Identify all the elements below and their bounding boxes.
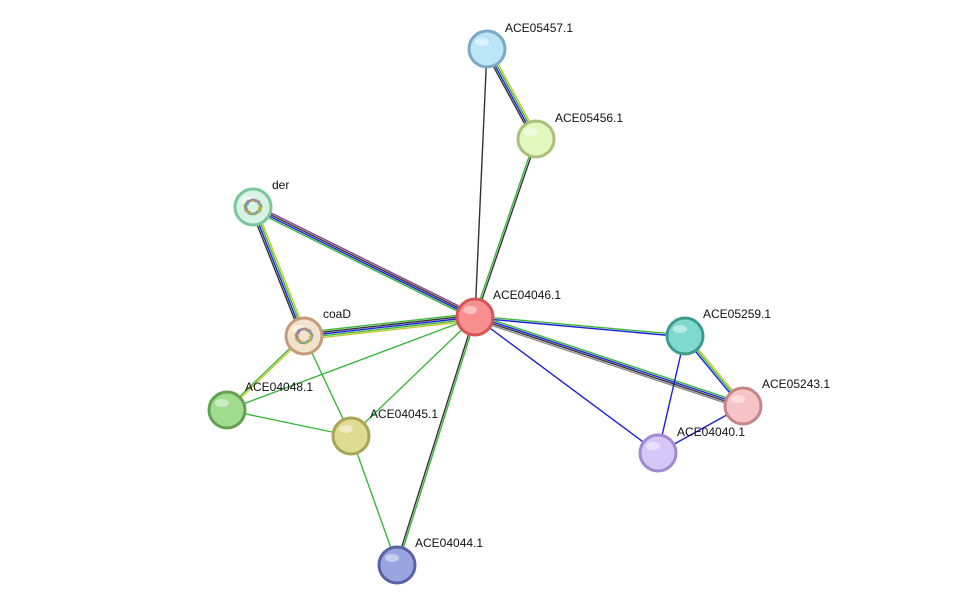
edge-evidence-line bbox=[475, 315, 686, 336]
node-circle[interactable] bbox=[455, 297, 495, 337]
edge-ace04046-1-ace04045-1 bbox=[350, 316, 476, 437]
edge-ace04046-1-ace04048-1 bbox=[226, 316, 476, 411]
node-ace04044-1[interactable]: ACE04044.1 bbox=[377, 536, 483, 585]
edge-evidence-line bbox=[350, 316, 476, 437]
edge-ace04046-1-ace04044-1 bbox=[395, 316, 477, 566]
node-highlight bbox=[339, 425, 353, 433]
edge-ace04046-1-coad bbox=[303, 312, 476, 341]
node-highlight bbox=[215, 399, 229, 407]
edge-evidence-line bbox=[303, 316, 476, 337]
edge-evidence-line bbox=[253, 206, 306, 336]
edge-ace04046-1-ace05457-1 bbox=[474, 48, 488, 318]
node-ace04040-1[interactable]: ACE04040.1 bbox=[638, 425, 745, 473]
node-circle[interactable] bbox=[665, 316, 705, 356]
edge-evidence-line bbox=[303, 314, 475, 335]
node-label: ACE05456.1 bbox=[555, 111, 623, 125]
edge-evidence-line bbox=[474, 316, 659, 454]
node-label: ACE04048.1 bbox=[245, 380, 313, 394]
edge-evidence-line bbox=[254, 205, 308, 336]
node-highlight bbox=[524, 128, 538, 136]
edge-ace04048-1-ace04045-1 bbox=[226, 409, 352, 437]
edge-evidence-line bbox=[475, 315, 744, 406]
node-circle[interactable] bbox=[284, 316, 324, 356]
edge-der-coad bbox=[249, 205, 308, 338]
node-ace04045-1[interactable]: ACE04045.1 bbox=[331, 407, 438, 456]
node-circle[interactable] bbox=[638, 433, 678, 473]
edge-ace04046-1-ace04040-1 bbox=[474, 316, 659, 454]
edge-evidence-line bbox=[253, 205, 476, 317]
edge-evidence-line bbox=[475, 139, 538, 318]
node-highlight bbox=[731, 395, 745, 403]
node-label: ACE05457.1 bbox=[505, 21, 573, 35]
edge-evidence-line bbox=[251, 207, 304, 337]
edge-evidence-line bbox=[474, 317, 743, 408]
edge-evidence-line bbox=[226, 316, 476, 411]
edge-evidence-line bbox=[473, 318, 743, 410]
edge-evidence-line bbox=[251, 208, 475, 321]
node-label: coaD bbox=[323, 307, 351, 321]
node-der[interactable]: der bbox=[233, 178, 289, 227]
edge-evidence-line bbox=[304, 319, 476, 341]
node-highlight bbox=[385, 554, 399, 562]
node-circle[interactable] bbox=[516, 119, 556, 159]
edge-ace05259-1-ace04040-1 bbox=[657, 335, 686, 454]
protein-structure-icon bbox=[294, 327, 314, 345]
node-label: ACE04044.1 bbox=[415, 536, 483, 550]
edge-ace04046-1-ace05456-1 bbox=[473, 138, 538, 318]
edge-evidence-line bbox=[474, 317, 685, 338]
edge-evidence-line bbox=[253, 203, 477, 316]
edge-ace04045-1-ace04044-1 bbox=[350, 435, 398, 566]
edge-evidence-line bbox=[397, 317, 477, 566]
node-ace04046-1[interactable]: ACE04046.1 bbox=[455, 288, 561, 337]
node-coad[interactable]: coaD bbox=[284, 307, 351, 356]
node-ace05456-1[interactable]: ACE05456.1 bbox=[516, 111, 623, 159]
node-label: ACE05243.1 bbox=[762, 377, 830, 391]
node-ace05243-1[interactable]: ACE05243.1 bbox=[723, 377, 830, 426]
node-circle[interactable] bbox=[207, 390, 247, 430]
structure-strand bbox=[254, 202, 262, 216]
node-highlight bbox=[475, 38, 489, 46]
node-circle[interactable] bbox=[331, 416, 371, 456]
node-highlight bbox=[646, 442, 660, 450]
edge-evidence-line bbox=[226, 409, 352, 437]
edge-evidence-line bbox=[304, 318, 476, 339]
node-ace05457-1[interactable]: ACE05457.1 bbox=[467, 21, 573, 69]
edge-ace04046-1-der bbox=[251, 203, 477, 321]
node-circle[interactable] bbox=[467, 29, 507, 69]
edge-evidence-line bbox=[303, 312, 475, 334]
edge-ace04046-1-ace05259-1 bbox=[474, 315, 686, 338]
structure-strand bbox=[305, 331, 313, 345]
node-label: der bbox=[272, 178, 289, 192]
protein-structure-icon bbox=[243, 198, 263, 216]
edge-ace04046-1-ace05243-1 bbox=[473, 313, 745, 410]
edge-evidence-line bbox=[350, 435, 398, 566]
edge-evidence-line bbox=[473, 138, 536, 317]
edge-evidence-line bbox=[252, 207, 475, 319]
edge-evidence-line bbox=[249, 207, 303, 338]
node-highlight bbox=[673, 325, 687, 333]
node-label: ACE04040.1 bbox=[677, 425, 745, 439]
node-circle[interactable] bbox=[233, 187, 273, 227]
edge-evidence-line bbox=[657, 335, 686, 454]
edge-evidence-line bbox=[475, 313, 745, 405]
node-highlight bbox=[463, 306, 477, 314]
edge-evidence-line bbox=[474, 48, 488, 318]
node-label: ACE04046.1 bbox=[493, 288, 561, 302]
node-label: ACE05259.1 bbox=[703, 307, 771, 321]
node-ace05259-1[interactable]: ACE05259.1 bbox=[665, 307, 771, 356]
node-circle[interactable] bbox=[723, 386, 763, 426]
node-label: ACE04045.1 bbox=[370, 407, 438, 421]
edge-evidence-line bbox=[395, 316, 475, 565]
node-ace04048-1[interactable]: ACE04048.1 bbox=[207, 380, 313, 430]
node-circle[interactable] bbox=[377, 545, 417, 585]
